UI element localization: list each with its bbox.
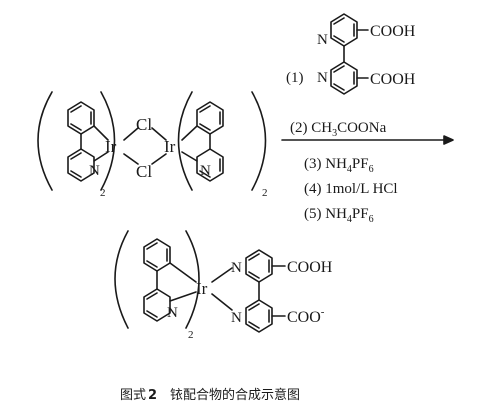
reagent-n-bottom: N bbox=[317, 70, 328, 86]
product-pyridine-ring bbox=[143, 270, 171, 322]
reactant-subscript-left: 2 bbox=[100, 187, 106, 199]
step4-text: (4) 1mol/L HCl bbox=[304, 181, 398, 197]
product-coo: COO- bbox=[287, 306, 325, 326]
product-left-paren bbox=[114, 230, 129, 329]
product-bipy-top-ring bbox=[245, 249, 273, 283]
caption-number: 2 bbox=[148, 388, 157, 403]
step5-text: (5) NH4PF6 bbox=[304, 206, 374, 225]
step1-label: (1) bbox=[286, 70, 304, 86]
caption-text: 铱配合物的合成示意图 bbox=[170, 387, 300, 403]
caption-label: 图式 bbox=[120, 388, 146, 403]
product-phenyl-ring bbox=[143, 238, 171, 272]
left-phenyl-ring bbox=[67, 101, 95, 135]
reactant-ir-left: Ir bbox=[105, 137, 117, 156]
reactant-subscript-right: 2 bbox=[262, 187, 268, 199]
reactant-ir-right: Ir bbox=[164, 137, 176, 156]
reactant-cl-top: Cl bbox=[136, 115, 152, 134]
reagent-top-ring bbox=[330, 13, 358, 47]
product-n-phpy: N bbox=[167, 305, 178, 321]
right-phenyl-ring bbox=[196, 101, 224, 135]
right-paren-1 bbox=[100, 91, 116, 191]
reactant-n-right: N bbox=[200, 163, 211, 179]
left-paren-1 bbox=[37, 91, 53, 191]
product-bipy-bottom-ring bbox=[245, 299, 273, 333]
reagent-bottom-ring bbox=[330, 61, 358, 95]
product-ir: Ir bbox=[196, 279, 208, 298]
left-pyridine-ring bbox=[67, 133, 95, 182]
left-paren-2 bbox=[177, 91, 193, 191]
reactant-n-left: N bbox=[89, 163, 100, 179]
reactant-cl-bottom: Cl bbox=[136, 162, 152, 181]
right-paren-2 bbox=[251, 91, 267, 191]
reagent-n-top: N bbox=[317, 32, 328, 48]
reagent-cooh-top: COOH bbox=[370, 23, 416, 40]
product-right-paren bbox=[185, 230, 200, 329]
product-subscript: 2 bbox=[188, 329, 194, 341]
right-pyridine-ring bbox=[196, 133, 224, 182]
product-n-bottom: N bbox=[231, 310, 242, 326]
product-cooh: COOH bbox=[287, 259, 333, 276]
reactant-dimer bbox=[37, 91, 267, 191]
product-complex bbox=[114, 230, 286, 333]
step3-text: (3) NH4PF6 bbox=[304, 156, 374, 175]
reagent-cooh-bottom: COOH bbox=[370, 71, 416, 88]
reagent-bipyridine bbox=[330, 13, 369, 95]
step2-text: (2) CH3COONa bbox=[290, 120, 387, 139]
reaction-arrow bbox=[281, 135, 454, 145]
product-n-top: N bbox=[231, 260, 242, 276]
